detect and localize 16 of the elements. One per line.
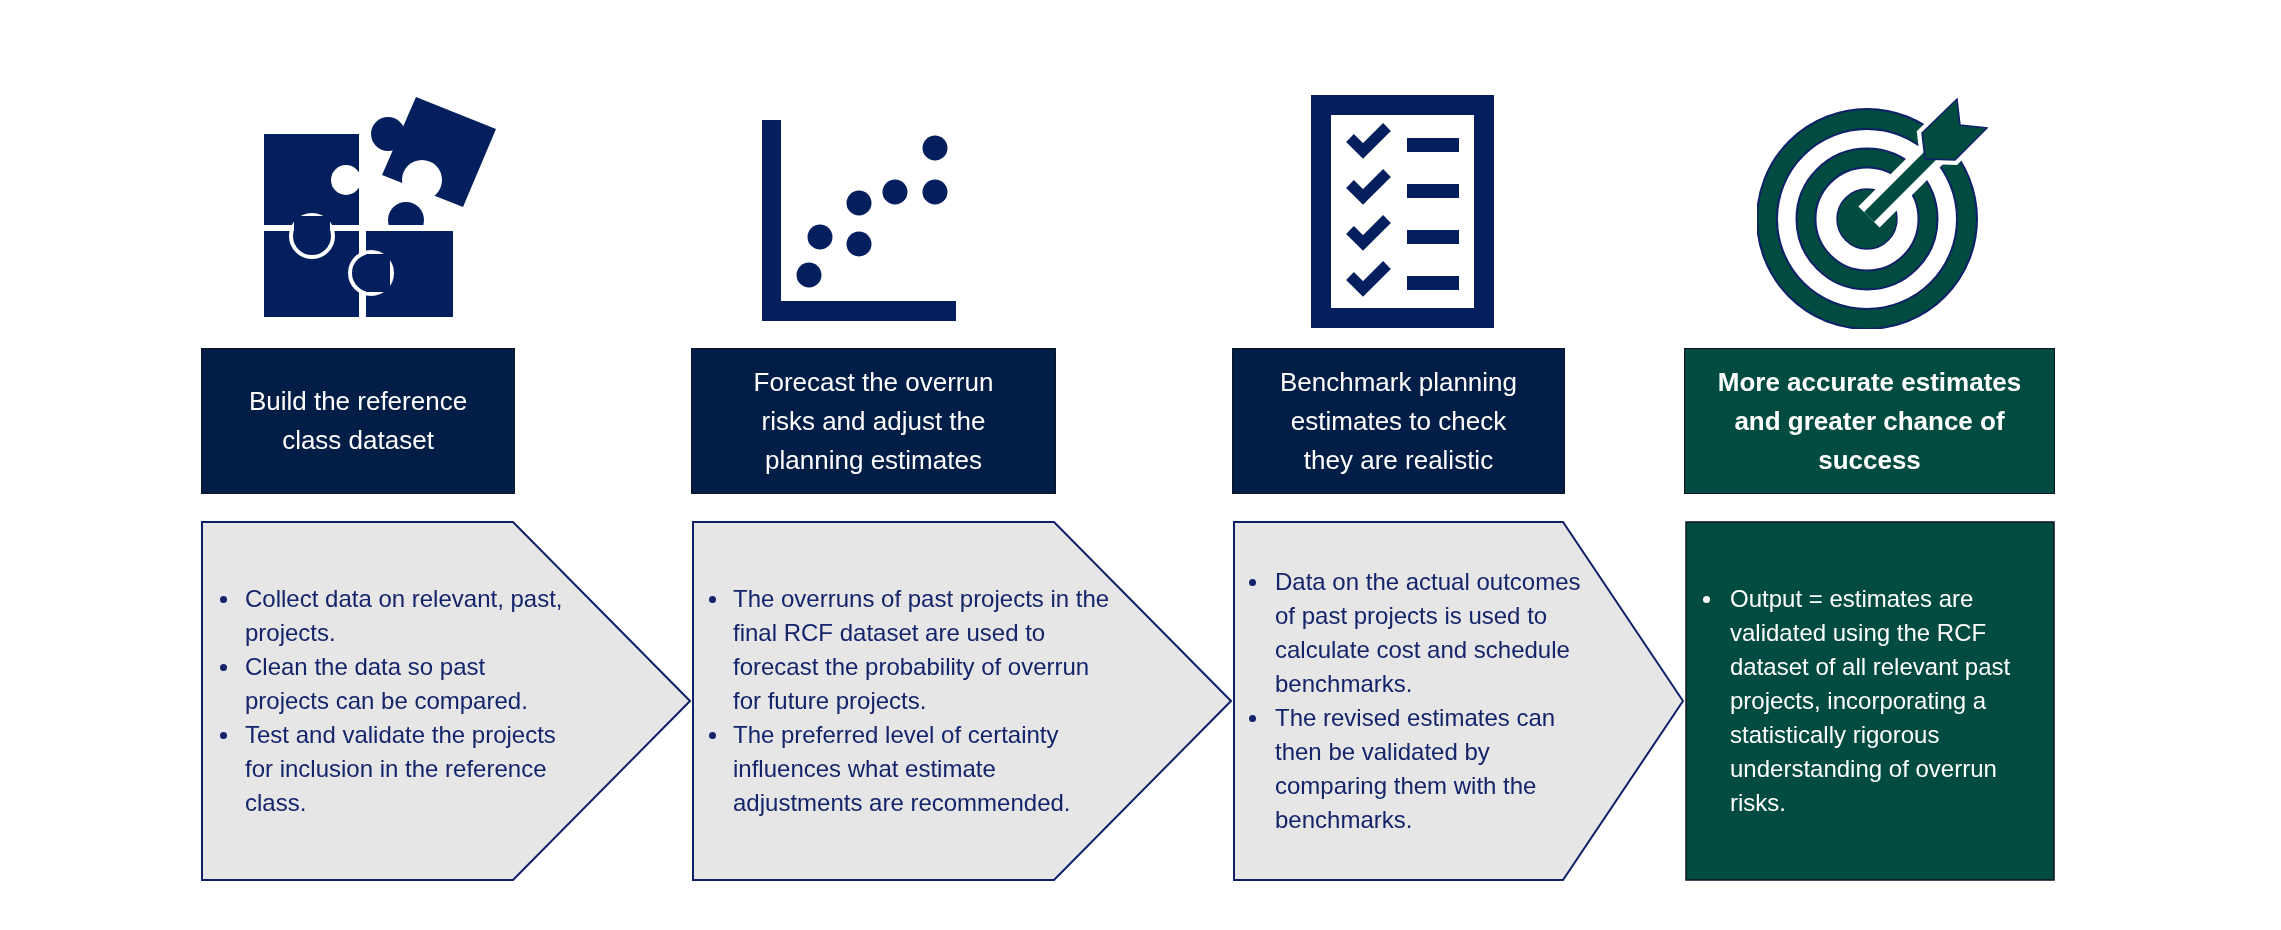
- chevron-panel: [201, 521, 691, 881]
- chevron-panel: [692, 521, 1232, 881]
- chevron-panel: [1233, 521, 1684, 881]
- bullet-text: The overruns of past projects in the final RCF dataset are used to forecast the probability of overrun for future projects.: [733, 584, 1111, 716]
- bullet-text: The preferred level of certainty influences what estimate adjustments are recommended.: [733, 720, 1072, 818]
- bullet-text: Output = estimates are validated using the RCF dataset of all relevant past projects, incorporating a statistically rigorous understanding of overrun risks.: [1730, 584, 2012, 818]
- bullet-text: Data on the actual outcomes of past projects is used to calculate cost and schedule benchmarks.: [1275, 567, 1582, 699]
- bullet-text: Collect data on relevant, past, projects.: [245, 584, 564, 648]
- step-heading: Build the reference class dataset: [201, 348, 515, 494]
- bullet-text: The revised estimates can then be validated by comparing them with the benchmarks.: [1275, 703, 1557, 835]
- result-heading: More accurate estimates and greater chance of success: [1684, 348, 2055, 494]
- step-heading: Forecast the overrun risks and adjust the planning estimates: [691, 348, 1056, 494]
- step-heading: Benchmark planning estimates to check they are realistic: [1232, 348, 1565, 494]
- result-panel: [1685, 521, 2055, 881]
- bullet-text: Test and validate the projects for inclusion in the reference class.: [245, 720, 557, 818]
- bullet-text: Clean the data so past projects can be compared.: [245, 652, 529, 716]
